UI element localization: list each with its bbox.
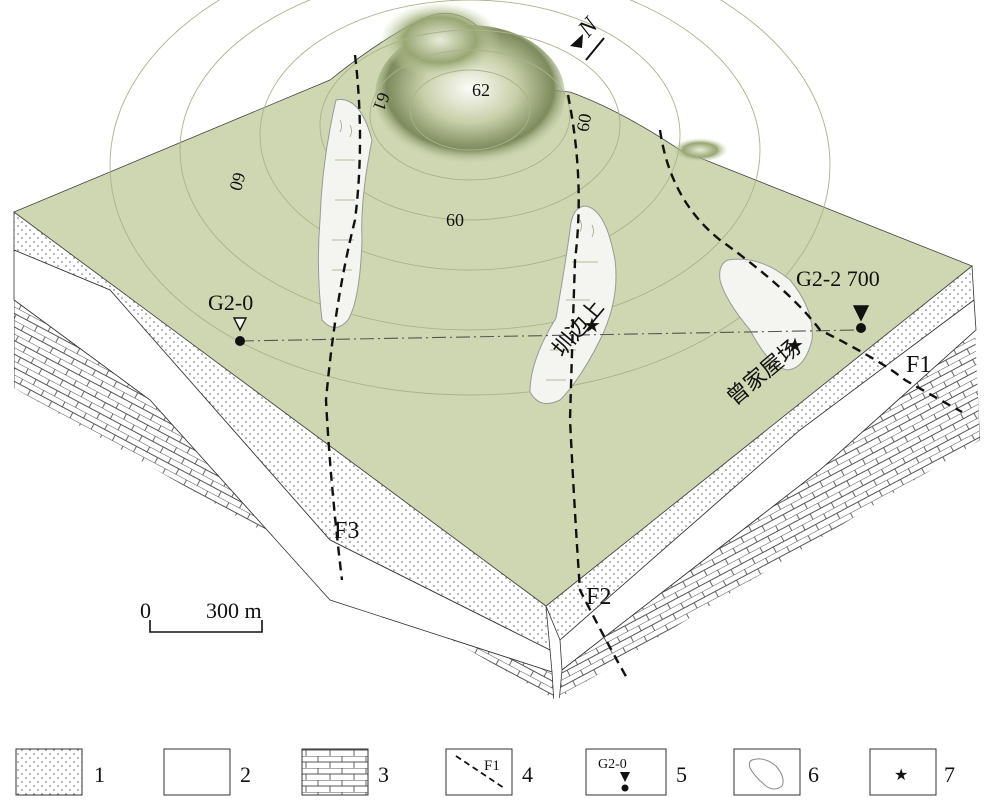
fault-f2-line	[566, 94, 630, 681]
hill-peak-shade	[380, 2, 500, 78]
north-label: N	[573, 11, 605, 43]
outcrop-texture	[332, 119, 598, 381]
legend-swatch-1	[15, 748, 83, 796]
borehole-label-left: G2-0	[208, 290, 253, 315]
fault-f3-line	[324, 54, 362, 581]
legend-number-1: 1	[94, 762, 105, 787]
contour-label-62: 62	[472, 80, 490, 100]
legend-borehole-triangle-icon	[620, 772, 630, 782]
right-side-face	[545, 265, 980, 700]
legend-swatch-3	[301, 748, 369, 796]
legend-swatch-4	[445, 748, 513, 796]
outcrop-west	[317, 99, 373, 328]
legend-swatch-7	[869, 748, 937, 796]
legend-swatch-5	[585, 748, 667, 796]
borehole-g2-2-marker	[852, 305, 870, 333]
legend: 1 2 3 F1 4 G2-0 5 6 ★ 7	[15, 748, 955, 796]
scale-bar-length: 300 m	[206, 598, 262, 623]
legend-number-5: 5	[676, 762, 687, 787]
borehole-g2-0-marker	[232, 317, 248, 346]
star-middle-icon: ★	[583, 313, 601, 337]
contour-label-60-top: 60	[572, 112, 595, 133]
fault-label-f1: F1	[906, 352, 931, 378]
legend-outcrop-symbol-icon	[748, 758, 784, 790]
legend-star-icon: ★	[894, 765, 908, 784]
legend-number-4: 4	[522, 762, 533, 787]
outcrop-east	[719, 258, 813, 371]
contour-lines	[109, 0, 831, 396]
star-east-icon: ★	[786, 333, 804, 357]
fault-f1-line	[658, 129, 963, 414]
fault-label-f3: F3	[334, 518, 359, 544]
fault-lines	[324, 54, 963, 681]
legend-number-2: 2	[240, 762, 251, 787]
contour-label-60-center: 60	[446, 210, 464, 230]
legend-borehole-symbol-label: G2-0	[598, 757, 627, 772]
terrain-surface	[13, 0, 973, 607]
contour-label-60-left: 60	[226, 170, 250, 193]
scale-bar-zero: 0	[140, 598, 151, 623]
legend-number-7: 7	[944, 762, 955, 787]
legend-swatch-2	[163, 748, 231, 796]
hill-small-shade	[672, 138, 728, 162]
legend-borehole-dot-icon	[621, 784, 629, 792]
scale-bar	[149, 620, 263, 633]
legend-number-6: 6	[808, 762, 819, 787]
fault-label-f2: F2	[586, 584, 611, 610]
legend-swatch-6	[733, 748, 801, 796]
north-arrow-icon	[570, 34, 605, 61]
borehole-label-right: G2-2 700	[796, 266, 880, 291]
section-line	[239, 329, 861, 342]
legend-number-3: 3	[378, 762, 389, 787]
contour-label-61: 61	[369, 90, 394, 114]
legend-fault-symbol-label: F1	[484, 758, 500, 774]
